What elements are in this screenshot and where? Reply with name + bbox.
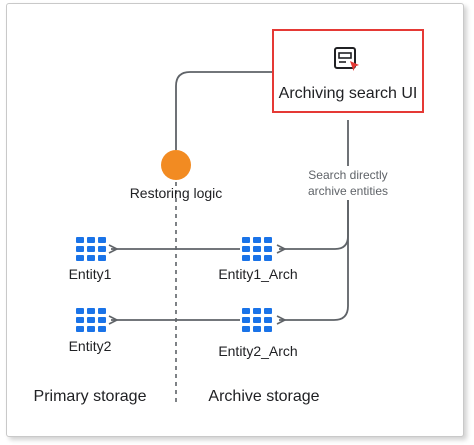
entity1-label: Entity1 (68, 266, 112, 282)
restoring-logic-node (161, 150, 191, 180)
edge-label: Search directly archive entities (307, 166, 389, 200)
entity1-table-icon (76, 237, 106, 261)
edge-label-line1: Search directly (308, 168, 388, 182)
entity2-table-icon (76, 308, 106, 332)
entity2-arch-label: Entity2_Arch (218, 343, 298, 359)
entity2-label: Entity2 (68, 338, 112, 354)
search-ui-icon (334, 47, 359, 71)
connector-ui-to-entity2-arch (279, 200, 349, 320)
archiving-ui-label: Archiving search UI (278, 85, 418, 102)
restoring-logic-label: Restoring logic (129, 185, 223, 201)
entity1-arch-label: Entity1_Arch (218, 266, 298, 282)
edge-label-line2: archive entities (307, 184, 389, 198)
primary-storage-label: Primary storage (33, 388, 147, 405)
entity2-arch-table-icon (242, 308, 272, 332)
entity1-arch-table-icon (242, 237, 272, 261)
archiving-search-ui-box: Archiving search UI (272, 29, 424, 113)
connector-ui-to-restoring (175, 71, 272, 150)
archive-storage-label: Archive storage (208, 388, 320, 405)
